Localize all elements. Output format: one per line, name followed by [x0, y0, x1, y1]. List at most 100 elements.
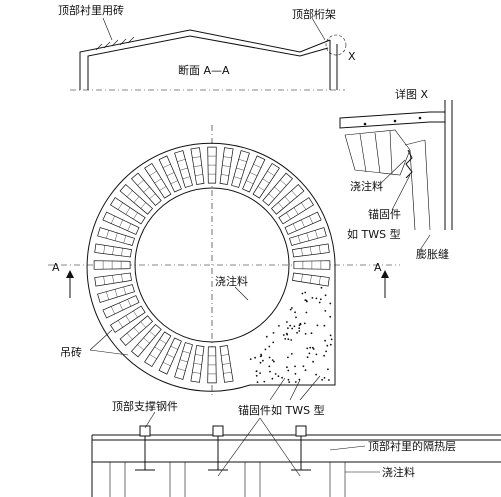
castable-dot — [289, 308, 292, 311]
top-support-steel-label: 顶部支撑钢件 — [112, 399, 178, 413]
castable-dot — [320, 286, 323, 289]
brick-grid-line — [143, 337, 150, 344]
castable-bottom-label: 浇注料 — [382, 465, 415, 479]
brick-grid-line — [133, 196, 140, 203]
castable-dot — [260, 355, 263, 357]
hanging-brick — [110, 197, 146, 225]
castable-dot — [315, 373, 317, 376]
brick-grid-line — [298, 235, 301, 244]
castable-dot — [268, 356, 271, 359]
castable-dot — [323, 377, 326, 379]
hanging-brick — [119, 315, 153, 346]
hanging-brick — [102, 211, 140, 235]
castable-dot — [268, 365, 271, 368]
castable-dot — [273, 360, 275, 363]
castable-dot — [260, 353, 262, 356]
hanging-brick — [131, 172, 162, 206]
brick-grid-line — [222, 165, 231, 167]
brick-grid-line — [106, 291, 109, 301]
brick-grid-line — [293, 207, 299, 215]
castable-dot — [290, 353, 293, 355]
castable-dot — [311, 346, 314, 349]
castable-dot — [281, 376, 283, 379]
castable-dot — [287, 369, 290, 372]
castable-dot — [325, 350, 327, 353]
castable-dot — [291, 327, 294, 330]
castable-dot — [306, 300, 308, 303]
section-aa-label: 断面 A—A — [178, 63, 230, 77]
hanging-brick-ring — [93, 146, 331, 384]
castable-dot — [274, 373, 277, 375]
brick-grid-line — [266, 170, 275, 176]
brick-grid-line — [236, 167, 245, 171]
brick-grid-line — [278, 202, 284, 209]
brick-grid-line — [268, 193, 275, 199]
brick-grid-line — [119, 219, 123, 228]
brick-grid-line — [123, 235, 126, 244]
castable-dots — [249, 286, 333, 383]
castable-dot — [329, 315, 332, 318]
castable-dot — [302, 365, 305, 368]
castable-dot — [262, 359, 264, 362]
brick-grid-line — [137, 344, 145, 351]
brick-grid-line — [117, 202, 123, 211]
brick-grid-line — [159, 186, 167, 191]
castable-dot — [285, 332, 288, 335]
brick-grid-line — [249, 172, 258, 176]
bottom-section-view — [91, 411, 501, 497]
castable-dot — [249, 358, 252, 360]
castable-dot — [318, 301, 321, 304]
hanging-brick — [278, 197, 314, 225]
brick-grid-line — [253, 163, 262, 168]
brick-grid-line — [140, 202, 146, 209]
brick-grid-line — [223, 372, 232, 374]
brick-grid-line — [310, 275, 312, 284]
detail-x-circle — [325, 34, 347, 56]
hanging-brick — [242, 155, 266, 193]
brick-grid-line — [222, 363, 231, 365]
brick-grid-line — [112, 275, 114, 284]
brick-grid-line — [274, 186, 281, 193]
brick-grid-line — [319, 276, 321, 285]
brick-grid-line — [233, 176, 242, 179]
castable-dot — [298, 327, 301, 330]
brick-grid-line — [125, 207, 131, 215]
brick-grid-line — [166, 172, 175, 176]
brick-grid-line — [106, 229, 109, 239]
castable-dot — [330, 338, 333, 341]
hanging-brick — [131, 324, 162, 358]
castable-dot — [315, 353, 318, 356]
section-a-right: A — [374, 261, 382, 274]
brick-grid-line — [176, 368, 186, 371]
brick-grid-line — [117, 319, 123, 328]
castable-dot — [324, 310, 327, 312]
top-lining-brick-label: 顶部衬里用砖 — [58, 3, 124, 17]
castable-dot — [293, 325, 296, 328]
brick-grid-line — [301, 248, 303, 256]
castable-dot — [301, 292, 304, 295]
brick-grid-line — [159, 339, 167, 344]
brick-grid-line — [137, 179, 145, 186]
brick-grid-line — [306, 232, 310, 241]
detail-x-view — [339, 100, 453, 251]
castable-dot — [329, 343, 332, 346]
section-aa-view — [70, 17, 347, 91]
top-lining-insulation-label: 顶部衬里的隔热层 — [368, 439, 456, 453]
hanging-brick — [271, 184, 305, 215]
brick-grid-line — [110, 306, 115, 315]
hanging-brick — [262, 172, 293, 206]
brick-grid-line — [114, 289, 118, 298]
castable-dot — [319, 298, 322, 301]
castable-dot — [305, 311, 308, 314]
brick-grid-line — [149, 170, 158, 176]
castable-dot — [284, 338, 287, 340]
castable-dot — [289, 324, 292, 327]
brick-grid-line — [110, 215, 115, 224]
castable-dot — [263, 380, 266, 383]
castable-dot — [254, 356, 256, 359]
plan-view — [48, 125, 400, 401]
brick-grid-line — [133, 212, 138, 220]
hanging-brick-label: 吊砖 — [60, 345, 82, 359]
castable-dot — [271, 377, 274, 380]
x-mark-label: X — [348, 50, 356, 63]
